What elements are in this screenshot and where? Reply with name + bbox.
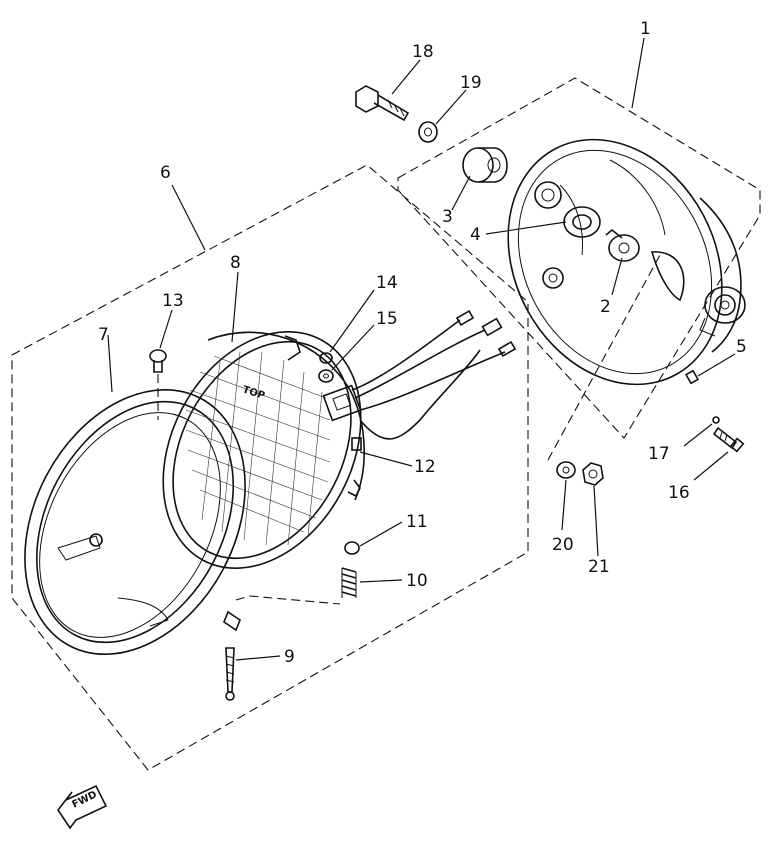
callout-3: 3 [442,207,453,227]
callout-15: 15 [376,309,398,329]
lens-top-marking: TOP [241,384,266,401]
callout-14: 14 [376,273,398,293]
alignment-line [547,254,661,461]
washer-15 [318,369,334,383]
callout-8: 8 [230,253,241,273]
leader-lines [107,37,736,661]
callout-5: 5 [736,337,747,357]
headlight-housing [507,138,746,386]
callout-21: 21 [588,557,610,577]
callout-1: 1 [640,19,651,39]
washer-19 [418,121,438,143]
spring-10 [341,567,357,598]
callout-9: 9 [284,647,295,667]
headlight-rim [24,388,246,656]
grommet-2 [605,228,640,262]
adjuster-link-line [235,595,341,605]
wiring-connector [322,309,517,451]
callout-19: 19 [460,73,482,93]
stud-5 [684,369,700,385]
callout-13: 13 [162,291,184,311]
callout-2: 2 [600,297,611,317]
headlight-unit-group-box [11,164,529,771]
callout-6: 6 [160,163,171,183]
screw-13 [149,349,167,420]
nut-14 [319,352,333,364]
callout-7: 7 [98,325,109,345]
washer-17 [712,416,720,424]
screw-9 [225,647,235,701]
callout-4: 4 [470,225,481,245]
callout-10: 10 [406,571,428,591]
callout-16: 16 [668,483,690,503]
forward-arrow-label: FWD [70,789,98,810]
bolt-18 [355,85,410,122]
callout-20: 20 [552,535,574,555]
screw-16 [712,426,745,453]
washer-20 [556,461,576,479]
callout-18: 18 [412,42,434,62]
nut-21 [582,462,604,486]
sealed-beam-unit [162,331,365,569]
housing-group-box [397,77,761,439]
callout-11: 11 [406,512,428,532]
collar-3 [462,147,508,183]
callout-12: 12 [414,457,436,477]
callout-17: 17 [648,444,670,464]
forward-arrow-icon: FWD [57,784,108,830]
washer-11 [344,541,360,555]
